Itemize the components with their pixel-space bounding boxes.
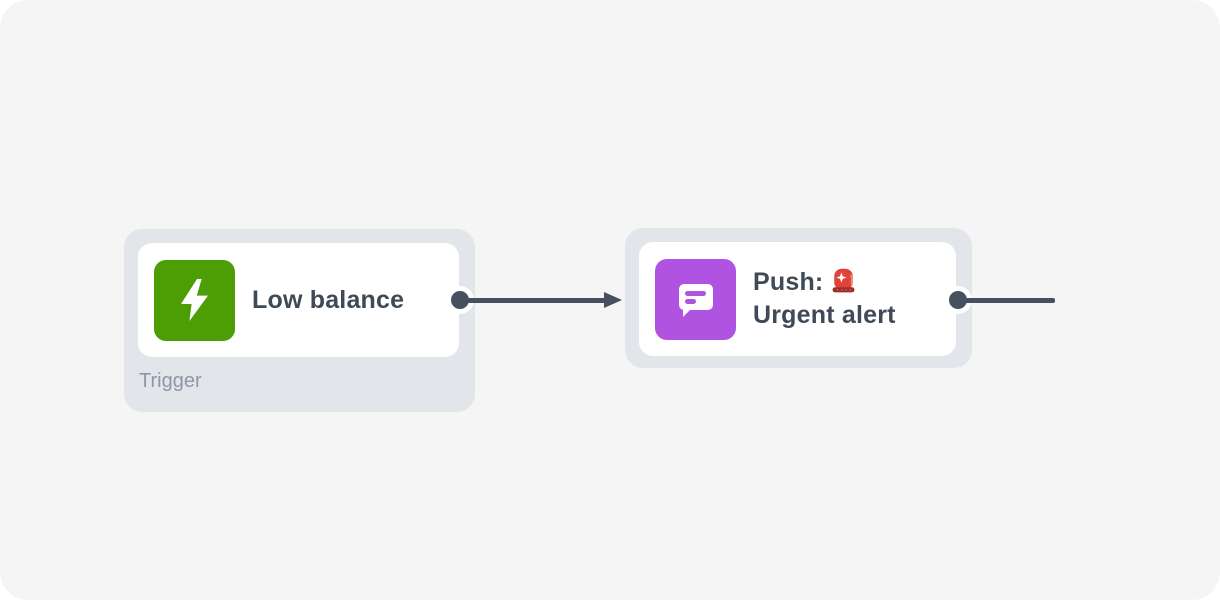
node-title: Push: Urgent alert	[753, 266, 896, 332]
node-type-label: Trigger	[139, 370, 202, 392]
edge-line	[462, 298, 606, 303]
chat-message-icon	[655, 258, 736, 340]
trigger-node-card[interactable]: Low balance	[138, 243, 459, 357]
rotating-light-emoji	[830, 267, 857, 294]
node-trigger[interactable]: Low balance Trigger	[124, 229, 475, 412]
action-node-card[interactable]: Push: Urgent alert	[639, 242, 956, 356]
arrowhead-icon	[604, 292, 622, 308]
node-title: Low balance	[252, 285, 405, 314]
output-port[interactable]	[949, 291, 967, 309]
output-port[interactable]	[451, 291, 469, 309]
node-title-line2: Urgent alert	[753, 301, 896, 329]
edge-line	[960, 298, 1055, 303]
node-title-line1: Push:	[753, 266, 896, 299]
lightning-bolt-icon	[154, 259, 235, 341]
node-action[interactable]: Push: Urgent alert	[625, 228, 972, 368]
